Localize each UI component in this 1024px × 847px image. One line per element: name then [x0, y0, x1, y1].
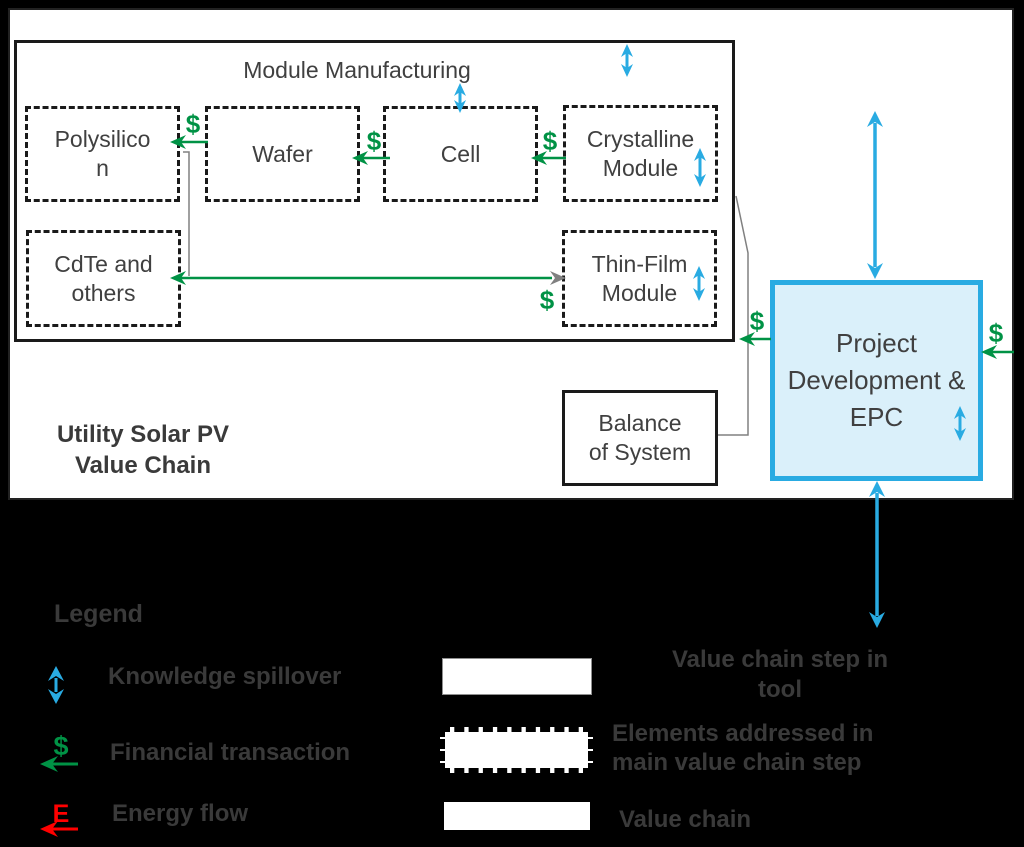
- crystalline-module-box: Crystalline Module: [563, 105, 718, 202]
- energy-letter-icon: E: [53, 800, 70, 828]
- legend-title: Legend: [54, 600, 143, 628]
- legend-item-knowledge-spillover: Knowledge spillover: [108, 663, 342, 690]
- cell-box: Cell: [383, 106, 538, 202]
- wafer-box: Wafer: [205, 106, 360, 202]
- legend-icons: $ E: [40, 666, 78, 837]
- value-chain-step-in-tool-label: Value chain step in tool: [671, 646, 889, 703]
- financial-transaction-icon: $: [40, 731, 78, 772]
- elements-addressed-swatch: [440, 727, 593, 773]
- module-manufacturing-title: Module Manufacturing: [243, 57, 471, 83]
- balance-of-system-box: Balance of System: [562, 390, 718, 486]
- legend-item-energy-flow: Energy flow: [112, 800, 249, 827]
- elements-addressed-label: Elements addressed in main value chain s…: [612, 720, 874, 776]
- value-chain-label: Value chain: [619, 806, 752, 833]
- polysilicon-box: Polysilico n: [25, 106, 180, 202]
- value-chain-caption: Utility Solar PV Value Chain: [56, 421, 230, 479]
- project-development-epc-box: Project Development & EPC: [770, 280, 983, 481]
- value-chain-swatch: [442, 800, 592, 832]
- value-chain-step-in-tool-swatch: [442, 658, 592, 695]
- cdte-and-others-box: CdTe and others: [26, 230, 181, 327]
- energy-flow-icon: E: [40, 800, 78, 837]
- dollar-icon: $: [53, 731, 68, 761]
- knowledge-arrow-below-epc: [869, 481, 885, 628]
- thin-film-module-box: Thin-Film Module: [562, 230, 717, 327]
- legend-item-financial-transaction: Financial transaction: [110, 739, 351, 766]
- knowledge-spillover-icon: [48, 666, 64, 704]
